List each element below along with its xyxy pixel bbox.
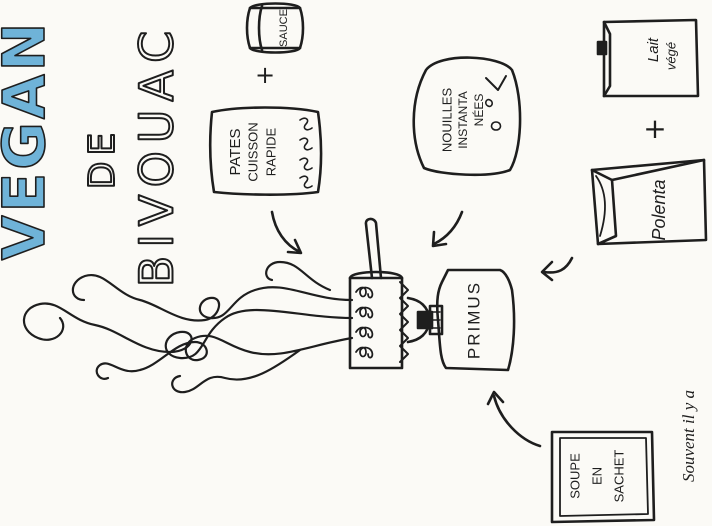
plus-sign-2: + bbox=[643, 112, 666, 145]
svg-text:Polenta: Polenta bbox=[649, 179, 669, 240]
noodles-line-1: NOUILLES bbox=[439, 88, 454, 153]
svg-text:BIVOUAC: BIVOUAC bbox=[130, 23, 184, 287]
svg-text:VEGAN: VEGAN bbox=[0, 20, 58, 261]
svg-text:INSTANTA: INSTANTA bbox=[456, 91, 470, 149]
svg-text:+: + bbox=[255, 61, 275, 89]
soup-line-1: SOUPE bbox=[567, 453, 582, 499]
footnote-text: Souvent il y a bbox=[679, 390, 698, 482]
milk-line-2: végé bbox=[663, 42, 678, 70]
soup-line-3: SACHET bbox=[611, 450, 626, 503]
svg-text:CUISSON: CUISSON bbox=[245, 122, 260, 181]
title-vegan: VEGAN bbox=[0, 20, 58, 261]
soup-line-2: EN bbox=[589, 467, 604, 485]
svg-text:+: + bbox=[643, 112, 666, 145]
svg-text:DE: DE bbox=[82, 127, 123, 189]
svg-text:EN: EN bbox=[589, 467, 604, 485]
arrow-noodles-to-pot bbox=[433, 212, 462, 246]
label-primus: PRIMUS bbox=[464, 281, 483, 359]
svg-text:NÉES: NÉES bbox=[471, 94, 486, 127]
svg-text:SACHET: SACHET bbox=[611, 450, 626, 503]
plus-sign-1: + bbox=[255, 61, 275, 89]
label-sauce: SAUCE bbox=[278, 9, 290, 47]
svg-text:SAUCE: SAUCE bbox=[278, 9, 290, 47]
svg-text:SOUPE: SOUPE bbox=[567, 453, 582, 499]
pasta-line-1: PATES bbox=[227, 129, 244, 176]
pasta-line-2: CUISSON bbox=[245, 122, 260, 181]
svg-text:PRIMUS: PRIMUS bbox=[464, 281, 483, 359]
svg-text:RAPIDE: RAPIDE bbox=[263, 127, 278, 176]
sauce-jar bbox=[247, 4, 303, 53]
arrow-soup-to-pot bbox=[488, 392, 540, 446]
svg-text:végé: végé bbox=[663, 42, 678, 70]
noodles-line-3: NÉES bbox=[471, 94, 486, 127]
svg-text:NOUILLES: NOUILLES bbox=[439, 88, 454, 153]
svg-text:Lait: Lait bbox=[645, 37, 662, 62]
svg-text:Souvent il y a: Souvent il y a bbox=[679, 390, 698, 482]
svg-text:PATES: PATES bbox=[227, 129, 244, 176]
milk-line-1: Lait bbox=[645, 37, 662, 62]
title-de: DE bbox=[82, 127, 123, 189]
label-polenta: Polenta bbox=[649, 179, 669, 240]
steam-swirls bbox=[24, 262, 352, 392]
pasta-line-3: RAPIDE bbox=[263, 127, 278, 176]
arrow-pasta-to-pot bbox=[272, 212, 301, 253]
arrow-polenta-to-pot bbox=[542, 258, 572, 280]
title-bivouac: BIVOUAC bbox=[130, 23, 184, 287]
noodles-line-2: INSTANTA bbox=[456, 91, 470, 149]
